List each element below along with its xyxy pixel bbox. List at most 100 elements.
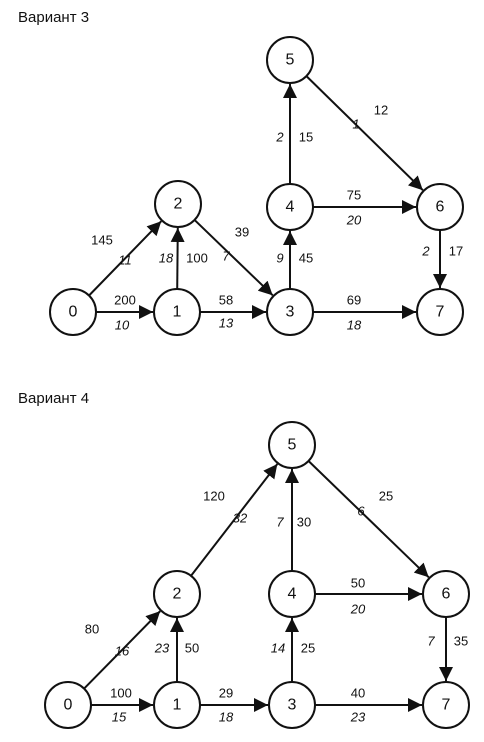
edge-secondary-label: 23	[154, 641, 170, 656]
node-2: 2	[153, 570, 201, 618]
edge-layer: 8016100155023291812032251440233075020256…	[83, 460, 468, 725]
node-circle	[49, 288, 97, 336]
edge-secondary-label: 18	[159, 251, 174, 266]
edge-primary-label: 80	[85, 622, 99, 637]
node-5: 5	[268, 421, 316, 469]
edge-primary-label: 58	[219, 293, 233, 308]
edge-secondary-label: 23	[350, 710, 366, 725]
edge-secondary-label: 18	[219, 710, 234, 725]
node-circle	[153, 681, 201, 729]
node-label: 1	[173, 304, 182, 321]
edge-secondary-label: 20	[346, 213, 362, 228]
diagram-title: Вариант 3	[18, 9, 89, 26]
edge-primary-label: 12	[374, 103, 388, 118]
edge-secondary-label: 11	[118, 253, 132, 268]
node-label: 2	[173, 586, 182, 603]
edge-secondary-label: 7	[427, 634, 435, 649]
node-0: 0	[49, 288, 97, 336]
diagram-variant-4: Вариант 4 801610015502329181203225144023…	[18, 390, 470, 729]
edge-0-2	[83, 610, 161, 690]
edge-secondary-label: 6	[357, 504, 365, 519]
node-label: 3	[288, 697, 297, 714]
node-label: 0	[64, 697, 73, 714]
edge-secondary-label: 15	[112, 710, 127, 725]
edge-primary-label: 200	[114, 293, 136, 308]
edge-secondary-label: 7	[276, 515, 284, 530]
node-label: 4	[286, 199, 295, 216]
edge-primary-label: 69	[347, 293, 361, 308]
node-label: 3	[286, 304, 295, 321]
node-label: 4	[288, 586, 297, 603]
edge-primary-label: 100	[186, 251, 208, 266]
edge-primary-label: 50	[185, 641, 199, 656]
edge-secondary-label: 1	[352, 117, 359, 132]
node-circle	[153, 288, 201, 336]
diagram-title: Вариант 4	[18, 390, 89, 407]
edge-secondary-label: 13	[219, 316, 234, 331]
node-2: 2	[154, 180, 202, 228]
node-1: 1	[153, 681, 201, 729]
node-7: 7	[422, 681, 470, 729]
edge-secondary-label: 14	[271, 641, 285, 656]
edge-primary-label: 35	[454, 634, 468, 649]
node-6: 6	[416, 183, 464, 231]
edge-primary-label: 15	[299, 130, 313, 145]
node-label: 2	[174, 196, 183, 213]
edge-secondary-label: 20	[350, 602, 366, 617]
edge-0-2	[88, 220, 162, 297]
node-label: 7	[442, 697, 451, 714]
node-circle	[266, 36, 314, 84]
node-4: 4	[266, 183, 314, 231]
edge-primary-label: 45	[299, 251, 313, 266]
node-label: 6	[442, 586, 451, 603]
node-label: 7	[436, 304, 445, 321]
node-0: 0	[44, 681, 92, 729]
node-label: 5	[286, 52, 295, 69]
edge-primary-label: 25	[301, 641, 315, 656]
node-circle	[44, 681, 92, 729]
edge-2-5	[190, 463, 279, 577]
edge-primary-label: 39	[235, 225, 249, 240]
node-label: 5	[288, 437, 297, 454]
node-3: 3	[266, 288, 314, 336]
edge-primary-label: 145	[91, 233, 113, 248]
edge-primary-label: 100	[110, 686, 132, 701]
edge-primary-label: 29	[219, 686, 233, 701]
node-circle	[154, 180, 202, 228]
edge-2-3	[193, 219, 274, 297]
edge-primary-label: 30	[297, 515, 311, 530]
node-label: 6	[436, 199, 445, 216]
edge-primary-label: 25	[379, 489, 393, 504]
node-1: 1	[153, 288, 201, 336]
node-circle	[416, 183, 464, 231]
edge-primary-label: 120	[203, 489, 225, 504]
edge-primary-label: 40	[351, 686, 365, 701]
edge-primary-label: 17	[449, 244, 463, 259]
node-circle	[422, 570, 470, 618]
edge-5-6	[305, 75, 424, 191]
edge-primary-label: 75	[347, 188, 361, 203]
edge-secondary-label: 2	[275, 130, 284, 145]
edge-secondary-label: 7	[222, 249, 230, 264]
node-circle	[268, 421, 316, 469]
edge-secondary-label: 2	[421, 244, 430, 259]
edge-secondary-label: 9	[276, 251, 283, 266]
node-circle	[266, 183, 314, 231]
node-circle	[416, 288, 464, 336]
node-5: 5	[266, 36, 314, 84]
node-label: 0	[69, 304, 78, 321]
edge-1-2	[170, 227, 185, 290]
node-6: 6	[422, 570, 470, 618]
node-7: 7	[416, 288, 464, 336]
node-circle	[266, 288, 314, 336]
edge-secondary-label: 10	[115, 318, 130, 333]
node-circle	[422, 681, 470, 729]
edge-5-6	[307, 460, 430, 579]
edge-primary-label: 50	[351, 576, 365, 591]
edge-secondary-label: 18	[347, 318, 362, 333]
